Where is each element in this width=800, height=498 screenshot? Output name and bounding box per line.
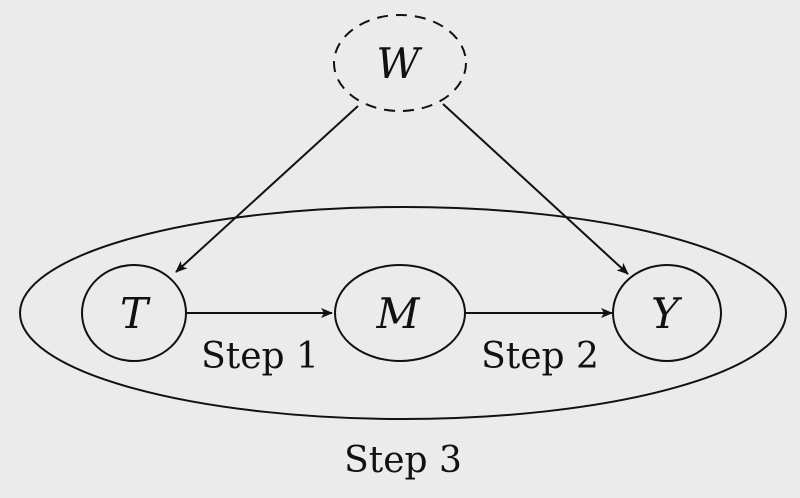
node-m-label: M (375, 289, 420, 338)
node-y-label: Y (651, 289, 683, 338)
node-w: W (333, 14, 467, 112)
node-y-shape (612, 264, 722, 362)
node-m-shape (334, 264, 466, 362)
edge-w-to-y (442, 103, 629, 275)
node-t-shape (81, 264, 187, 362)
node-t: T (81, 264, 187, 362)
step2-label: Step 2 (481, 336, 599, 377)
step3-label: Step 3 (344, 440, 462, 481)
step1-label: Step 1 (201, 336, 319, 377)
edge-w-to-t (175, 105, 359, 273)
node-w-shape (333, 14, 467, 112)
node-y: Y (612, 264, 722, 362)
node-w-label: W (376, 39, 423, 88)
node-m: M (334, 264, 466, 362)
node-t-label: T (120, 289, 151, 338)
step3-group-ellipse (19, 206, 787, 420)
